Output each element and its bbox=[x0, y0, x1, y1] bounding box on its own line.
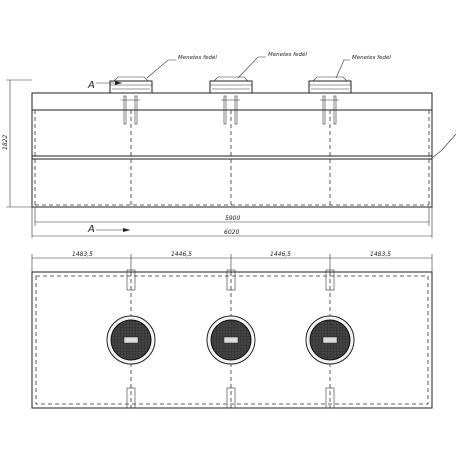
spacing-dim-4: 1483,5 bbox=[370, 251, 391, 258]
top-view-inner-wall bbox=[35, 275, 429, 405]
leader-right-edge bbox=[431, 133, 456, 159]
lid-label-1: Menetes fedél bbox=[178, 54, 217, 61]
spacing-dim-1: 1483,5 bbox=[72, 251, 93, 258]
manhole-1 bbox=[109, 76, 153, 125]
manhole-lid-3 bbox=[305, 315, 355, 365]
leader-lid-1 bbox=[146, 59, 176, 79]
section-arrowhead-top bbox=[115, 81, 122, 85]
lid-label-2: Menetes fedél bbox=[268, 51, 307, 58]
manhole-3 bbox=[308, 76, 352, 125]
leader-lid-3 bbox=[335, 59, 350, 79]
manhole-lid-1 bbox=[106, 315, 156, 365]
manhole-lid-2 bbox=[206, 315, 256, 365]
manhole-2 bbox=[209, 76, 253, 125]
overall-length-dim: 6020 bbox=[224, 229, 239, 236]
spacing-dim-3: 1446,5 bbox=[270, 251, 291, 258]
leader-lid-2 bbox=[237, 56, 266, 79]
section-mark-bottom: A bbox=[87, 224, 95, 235]
top-view: 1483,5 1446,5 1446,5 1483,5 bbox=[31, 251, 433, 409]
lid-label-3: Menetes fedél bbox=[352, 54, 391, 61]
section-arrowhead-bottom bbox=[123, 228, 130, 232]
height-dim-label: 1822 bbox=[2, 135, 9, 150]
front-view: Menetes fedél Menetes fedél Menetes fedé… bbox=[2, 51, 456, 238]
section-mark-top: A bbox=[87, 80, 95, 91]
spacing-dim-2: 1446,5 bbox=[171, 251, 192, 258]
inner-length-dim: 5900 bbox=[225, 215, 240, 222]
partition-brackets bbox=[126, 269, 335, 409]
